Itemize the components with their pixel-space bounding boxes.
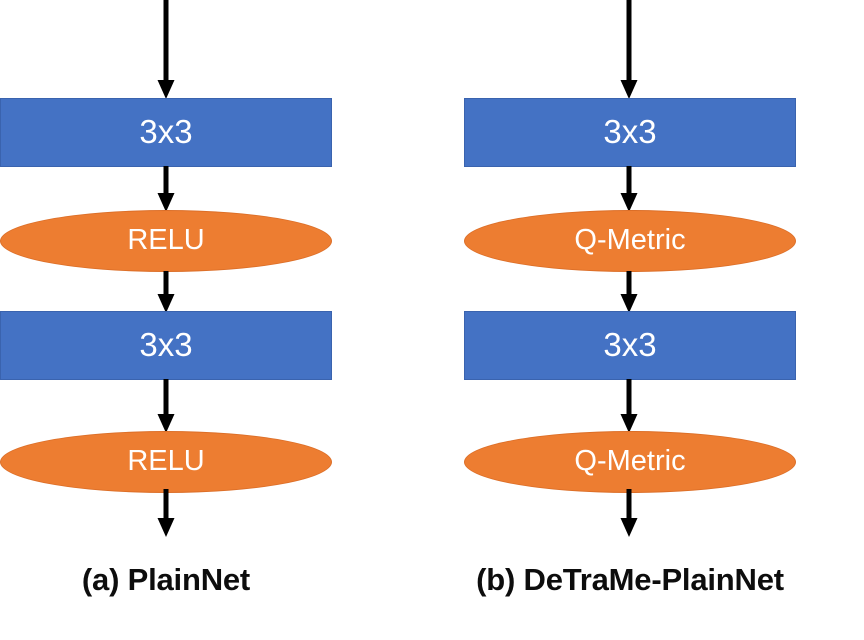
conv2-to-activation2-arrow <box>154 379 178 433</box>
conv2-to-activation2-arrow <box>617 379 641 433</box>
activation-block-2: RELU <box>0 431 332 493</box>
activation1-to-conv2-arrow <box>617 271 641 313</box>
activation-block-1-label: Q-Metric <box>574 223 686 256</box>
output-arrow <box>154 489 178 537</box>
activation-block-2-label: Q-Metric <box>574 444 686 477</box>
conv-block-1-label: 3x3 <box>139 113 193 150</box>
activation1-to-conv2-arrow <box>154 271 178 313</box>
input-arrow <box>154 0 178 99</box>
conv-block-2: 3x3 <box>464 311 796 380</box>
caption-plainnet: (a) PlainNet <box>81 562 251 597</box>
output-arrow <box>617 489 641 537</box>
conv-block-2-label: 3x3 <box>139 326 193 363</box>
diagram-column-plainnet: 3x3 RELU 3x3 RELU <box>0 0 332 640</box>
input-arrow <box>617 0 641 99</box>
activation-block-1: RELU <box>0 210 332 272</box>
conv-block-1: 3x3 <box>464 98 796 167</box>
conv-block-2-label: 3x3 <box>603 326 657 363</box>
activation-block-2-label: RELU <box>127 444 205 477</box>
conv1-to-activation1-arrow <box>617 166 641 212</box>
conv-block-1: 3x3 <box>0 98 332 167</box>
diagram-column-detrame-plainnet: 3x3 Q-Metric 3x3 Q-M <box>464 0 796 640</box>
activation-block-1: Q-Metric <box>464 210 796 272</box>
activation-block-1-label: RELU <box>127 223 205 256</box>
caption-detrame-plainnet: (b) DeTraMe-PlainNet <box>476 562 784 597</box>
conv-block-2: 3x3 <box>0 311 332 380</box>
conv-block-1-label: 3x3 <box>603 113 657 150</box>
conv1-to-activation1-arrow <box>154 166 178 212</box>
activation-block-2: Q-Metric <box>464 431 796 493</box>
